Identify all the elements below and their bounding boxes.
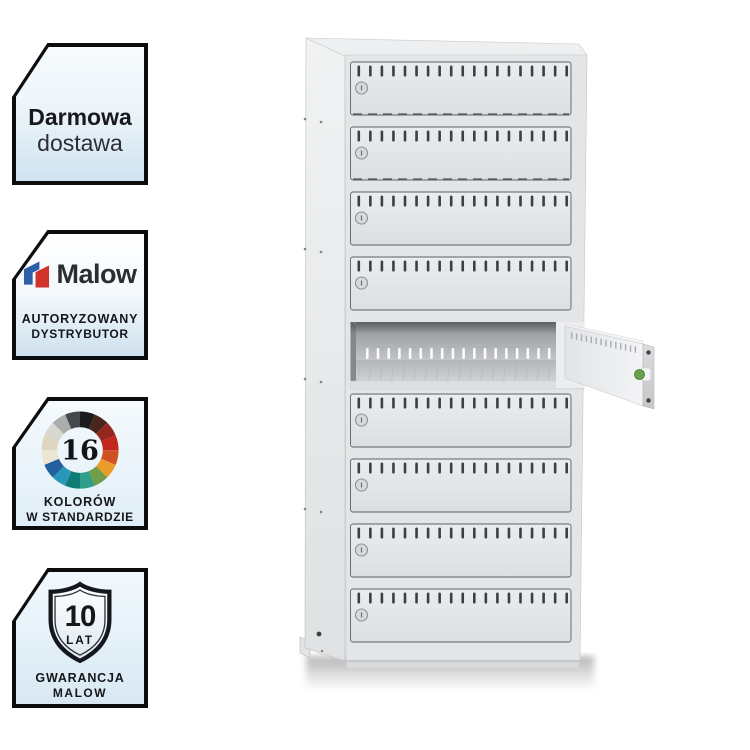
locker-door <box>350 588 572 643</box>
color-wheel-segment <box>96 422 116 442</box>
warranty-unit: LAT <box>66 633 94 647</box>
free-delivery-line2: dostawa <box>37 129 123 156</box>
color-wheel-segment <box>52 466 72 486</box>
side-hole-dark <box>316 631 322 637</box>
locker-door <box>350 61 572 116</box>
open-door <box>564 323 655 410</box>
malow-wordmark: Malow <box>56 259 137 289</box>
color-wheel-segment <box>88 466 108 486</box>
compartment-front-lip <box>350 380 585 390</box>
color-wheel-segment <box>41 450 59 465</box>
free-delivery-line1: Darmowa <box>28 104 132 130</box>
compartment-top-shadow <box>350 322 584 334</box>
door-rivet-bottom <box>646 398 651 403</box>
color-wheel-segment <box>65 471 80 489</box>
compartment-left-wall <box>350 322 356 388</box>
side-holes <box>303 117 323 514</box>
color-wheel-segment <box>65 411 80 430</box>
locker-door <box>350 256 572 311</box>
interior-vent-slots <box>366 348 551 359</box>
compartment-shelf <box>350 360 584 382</box>
door-rivet-top <box>646 350 651 355</box>
color-wheel-segment <box>80 471 95 489</box>
color-wheel-segment <box>80 411 95 430</box>
warranty-line1: GWARANCJA <box>35 671 125 685</box>
open-door-vent-slots <box>571 332 637 353</box>
warranty-years: 10 <box>65 600 96 633</box>
cabinet-base-lip <box>346 661 580 668</box>
locker-door <box>350 523 572 578</box>
side-hole-small <box>320 649 324 653</box>
locker-doors <box>350 61 572 643</box>
distributor-line2: DYSTRYBUTOR <box>31 327 129 342</box>
color-wheel-segment <box>101 450 119 465</box>
cabinet-side-panel <box>304 37 346 662</box>
color-wheel: 16 <box>41 411 119 489</box>
badge-background <box>16 47 144 181</box>
color-wheel-segment <box>44 458 64 478</box>
door-lock-green-indicator <box>634 369 645 380</box>
locker-door <box>350 126 572 181</box>
badge-warranty: 10 LAT GWARANCJA MALOW <box>12 568 148 708</box>
color-wheel-segment <box>41 435 59 451</box>
color-wheel-segment <box>88 414 108 434</box>
badge-free-delivery: Darmowa dostawa <box>12 43 148 185</box>
cabinet-top-panel <box>305 37 588 57</box>
warranty-shield-icon: 10 LAT <box>48 581 112 664</box>
badge-authorized-distributor: Malow AUTORYZOWANY DYSTRYBUTOR <box>12 230 148 360</box>
distributor-line1: AUTORYZOWANY <box>21 312 139 327</box>
colors-line2: W STANDARDZIE <box>26 510 134 525</box>
malow-logo: Malow <box>23 259 137 290</box>
badge-colors-standard: 16 KOLORÓW W STANDARDZIE <box>12 397 148 530</box>
locker-door <box>350 191 572 246</box>
open-compartment <box>350 322 585 390</box>
color-count: 16 <box>61 435 99 467</box>
locker-door <box>350 458 572 513</box>
warranty-line2: MALOW <box>52 686 108 701</box>
color-wheel-segments <box>41 411 119 489</box>
badge-background <box>16 234 144 356</box>
shelf-ridges <box>357 362 574 382</box>
color-wheel-segment <box>101 435 119 451</box>
colors-line1: KOLORÓW <box>43 495 117 510</box>
malow-logo-icon <box>24 261 50 288</box>
color-wheel-segment <box>96 458 116 478</box>
color-wheel-segment <box>52 414 72 434</box>
color-wheel-segment <box>44 422 64 442</box>
locker-door <box>350 393 572 448</box>
